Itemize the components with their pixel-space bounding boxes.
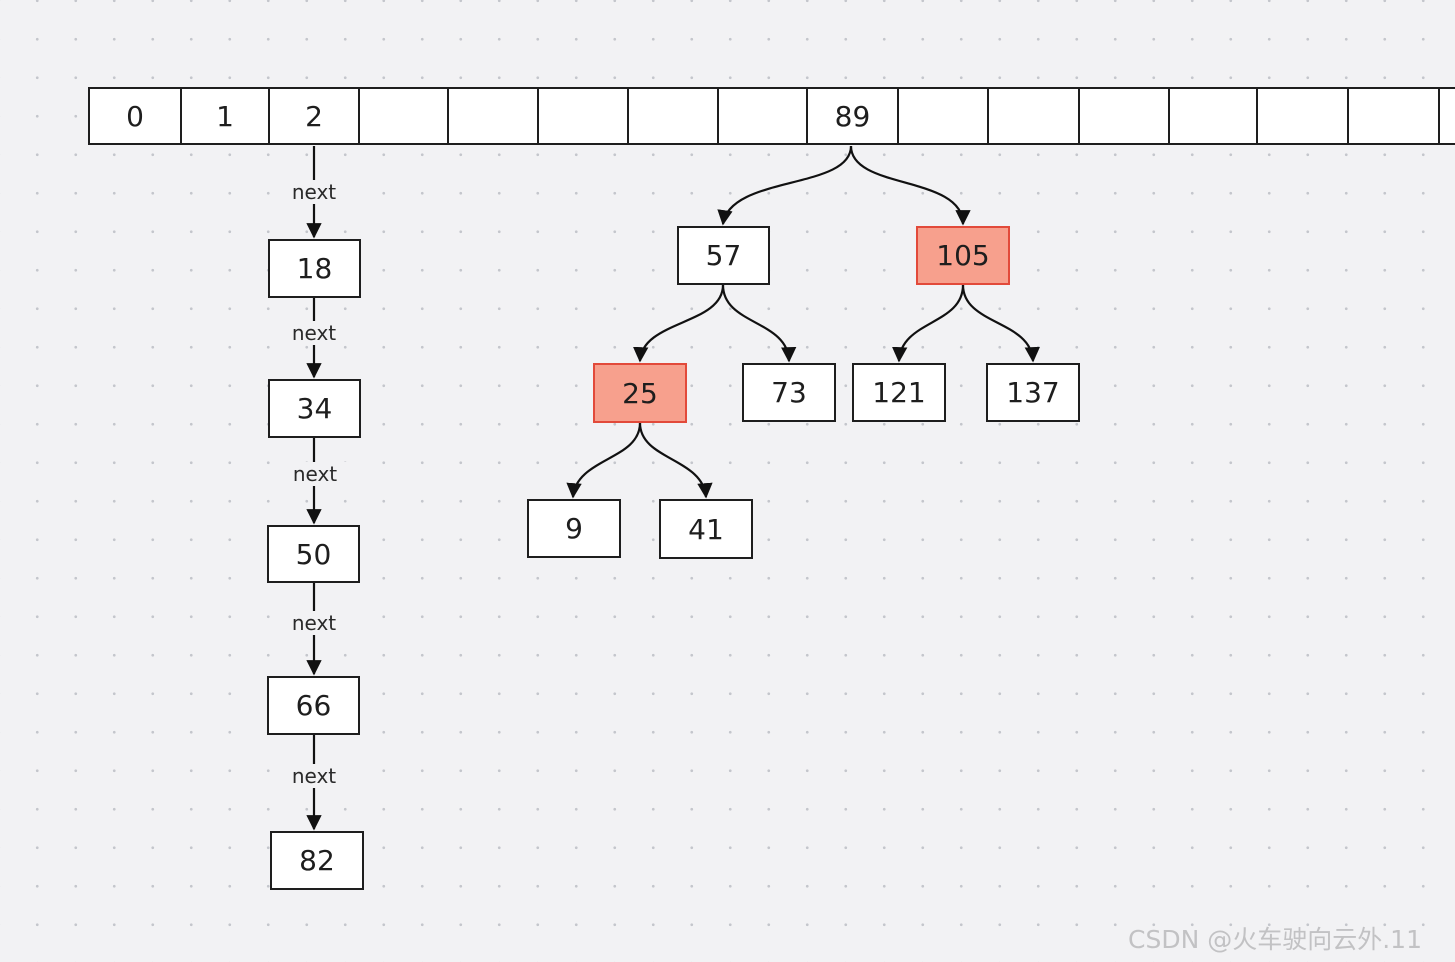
array-cell bbox=[989, 89, 1080, 143]
next-label: next bbox=[275, 462, 355, 486]
watermark: CSDN @火车驶向云外.11 bbox=[1128, 925, 1422, 954]
array-cell: 2 bbox=[270, 89, 360, 143]
array-cell: 0 bbox=[90, 89, 182, 143]
tree-node: 73 bbox=[742, 363, 836, 422]
hash-array: 0 1 2 89 bbox=[88, 87, 1455, 145]
array-cell bbox=[360, 89, 449, 143]
tree-node: 41 bbox=[659, 499, 753, 559]
tree-edge bbox=[892, 284, 965, 363]
tree-node-highlighted: 25 bbox=[593, 363, 687, 423]
array-cell: 1 bbox=[182, 89, 270, 143]
tree-edge bbox=[849, 145, 971, 226]
list-node: 18 bbox=[268, 239, 361, 298]
tree-edge bbox=[566, 422, 642, 499]
tree-node: 121 bbox=[852, 363, 946, 422]
next-label: next bbox=[274, 180, 354, 204]
array-cell bbox=[1258, 89, 1349, 143]
tree-edge bbox=[717, 145, 853, 226]
array-cell bbox=[1080, 89, 1170, 143]
next-label: next bbox=[274, 764, 354, 788]
tree-edge bbox=[721, 284, 797, 363]
tree-node-highlighted: 105 bbox=[916, 226, 1010, 285]
tree-edge bbox=[633, 284, 725, 363]
array-cell bbox=[1349, 89, 1440, 143]
array-cell bbox=[1440, 89, 1455, 143]
list-node: 34 bbox=[268, 379, 361, 438]
list-node: 82 bbox=[270, 831, 364, 890]
array-cell bbox=[629, 89, 719, 143]
array-cell bbox=[719, 89, 808, 143]
tree-node: 57 bbox=[677, 226, 770, 285]
tree-edge bbox=[961, 284, 1040, 363]
next-label: next bbox=[274, 611, 354, 635]
array-cell bbox=[449, 89, 539, 143]
array-cell bbox=[899, 89, 989, 143]
array-cell bbox=[1170, 89, 1258, 143]
tree-node: 137 bbox=[986, 363, 1080, 422]
tree-node: 9 bbox=[527, 499, 621, 558]
list-node: 50 bbox=[267, 525, 360, 583]
array-cell bbox=[539, 89, 629, 143]
tree-edge bbox=[638, 422, 713, 499]
list-node: 66 bbox=[267, 676, 360, 735]
next-label: next bbox=[274, 321, 354, 345]
array-cell: 89 bbox=[808, 89, 899, 143]
